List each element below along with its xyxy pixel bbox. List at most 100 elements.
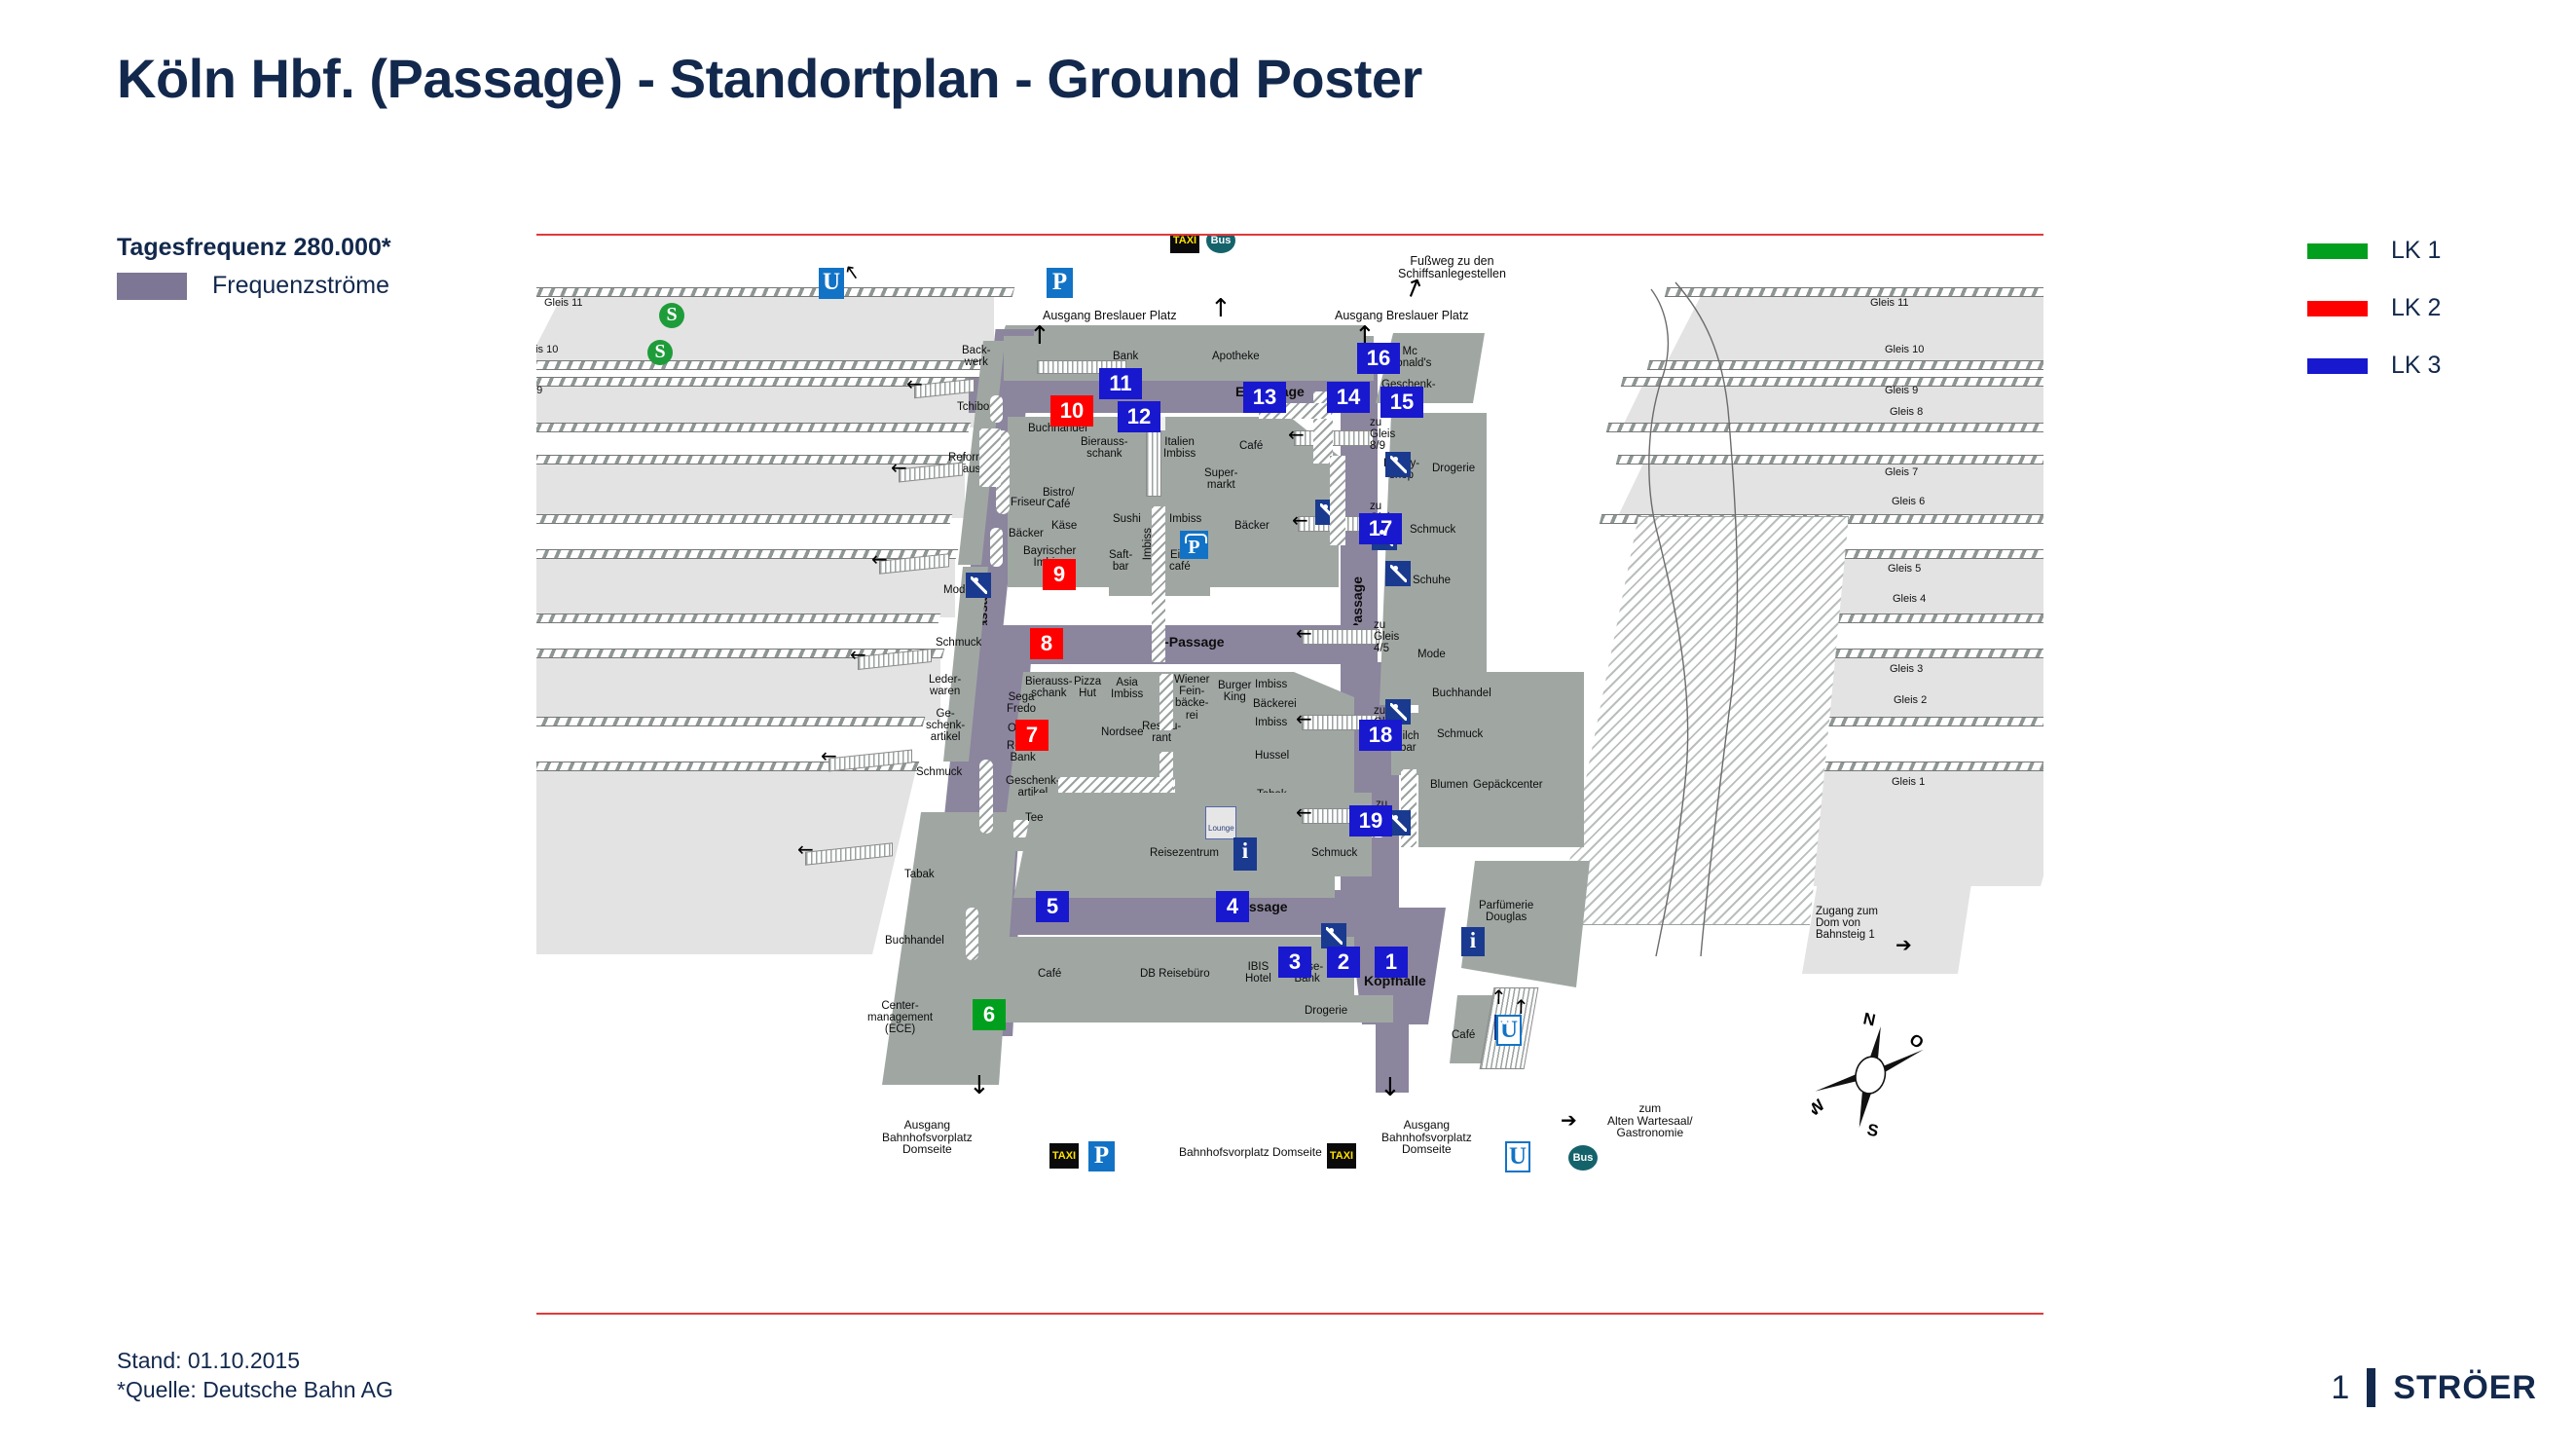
- info-icon-reisezentrum: i: [1233, 837, 1257, 871]
- platform-band-left-6: [536, 769, 916, 954]
- compass-n: N: [1861, 1010, 1877, 1029]
- shop-centermanagement: Center- management (ECE): [867, 1000, 934, 1036]
- label-wartesaal: zum Alten Wartesaal/ Gastronomie: [1607, 1101, 1693, 1140]
- shop-asia-imbiss: Asia Imbiss: [1111, 677, 1144, 701]
- bus-icon-s: Bus: [1568, 1145, 1598, 1171]
- marker-9[interactable]: 9: [1043, 559, 1076, 590]
- marker-3[interactable]: 3: [1278, 947, 1311, 978]
- s-bahn-icon-1: S: [659, 303, 684, 328]
- marker-8[interactable]: 8: [1030, 628, 1063, 659]
- arrow-up-se1: ↑: [1490, 985, 1507, 1009]
- shop-strip-south: [984, 937, 1393, 1022]
- gleis-label-right-2: Gleis 2: [1894, 694, 1928, 706]
- shop-bierausschank-c: Bierauss- schank: [1081, 436, 1128, 461]
- shop-tee: Tee: [1025, 812, 1044, 824]
- platform-band-right-3: [1617, 462, 2043, 518]
- stroeer-logo: STRÖER: [2393, 1368, 2537, 1406]
- lounge-box: [1205, 806, 1236, 839]
- marker-19[interactable]: 19: [1349, 805, 1392, 837]
- marker-5[interactable]: 5: [1036, 891, 1069, 922]
- shop-mode-e: Mode: [1417, 649, 1446, 660]
- marker-10[interactable]: 10: [1050, 395, 1093, 427]
- marker-12[interactable]: 12: [1118, 401, 1160, 432]
- shop-cafe-c: Café: [1239, 440, 1264, 452]
- shop-baeckerei: Bäckerei: [1253, 698, 1297, 710]
- shop-drogerie-s: Drogerie: [1305, 1005, 1348, 1017]
- marker-18[interactable]: 18: [1359, 720, 1402, 751]
- escalator-icon-a1: [1385, 452, 1411, 477]
- hatch-sliver-b4: [966, 908, 978, 960]
- exit-dom-center: Bahnhofsvorplatz Domseite: [1179, 1145, 1322, 1159]
- track-left-3b: [536, 514, 953, 524]
- shop-apotheke: Apotheke: [1212, 351, 1260, 362]
- escalator-icon-a2: [1385, 561, 1411, 586]
- lounge-label: Lounge: [1208, 824, 1234, 833]
- shop-blumen: Blumen: [1430, 779, 1468, 791]
- zugang-dom-label: Zugang zum Dom von Bahnsteig 1: [1816, 906, 1878, 942]
- gleis-label-right-5: Gleis 5: [1888, 563, 1922, 575]
- shop-backwerk: Back- werk: [962, 345, 991, 369]
- u-bahn-icon-s: U: [1505, 1141, 1530, 1172]
- flow-exit-dom-right: [1376, 1015, 1409, 1093]
- parking-icon-sw: P: [1088, 1141, 1115, 1171]
- frequency-swatch-label: Frequenzströme: [212, 272, 390, 299]
- shop-schmuck-w: Schmuck: [936, 637, 982, 649]
- marker-17[interactable]: 17: [1359, 513, 1402, 544]
- platform-band-right-2: [1622, 384, 2043, 428]
- arrow-right-wartesaal: ➔: [1561, 1108, 1577, 1132]
- marker-7[interactable]: 7: [1015, 720, 1049, 751]
- track-left-1a: [536, 287, 1015, 297]
- arrow-left-2: ←: [891, 456, 907, 479]
- platform-band-right-6: [1792, 769, 2043, 886]
- marker-1[interactable]: 1: [1375, 947, 1408, 978]
- platform-band-right-1: [1666, 296, 2043, 364]
- escalator-icon-a5: [1321, 923, 1346, 948]
- shop-wiener-feinbaeckerei: Wiener Fein- bäcke- rei: [1174, 674, 1210, 722]
- shop-bierausschank-s: Bierauss- schank: [1025, 676, 1073, 700]
- shop-italien-imbiss: Italien Imbiss: [1163, 436, 1196, 461]
- shop-drogerie-e: Drogerie: [1432, 463, 1476, 474]
- exit-fussweg-schiff: Fußweg zu den Schiffsanlegestellen: [1398, 254, 1506, 281]
- marker-6[interactable]: 6: [973, 999, 1006, 1030]
- shop-bistro-cafe: Bistro/ Café: [1043, 487, 1075, 511]
- arrow-gleis-45: ←: [1296, 621, 1312, 645]
- arrow-gleis-67: ←: [1292, 508, 1308, 532]
- hatch-block-b-west: [979, 428, 1001, 487]
- marker-16[interactable]: 16: [1357, 343, 1400, 374]
- marker-14[interactable]: 14: [1327, 382, 1370, 413]
- shop-kaese: Käse: [1051, 520, 1078, 532]
- page-number: 1: [2331, 1368, 2350, 1406]
- s-bahn-icon-2: S: [647, 340, 673, 365]
- shop-bank: Bank: [1113, 351, 1139, 362]
- shop-burgerking: Burger King: [1218, 680, 1252, 704]
- shop-sushi: Sushi: [1113, 513, 1141, 525]
- lk2-swatch: [2307, 300, 2368, 316]
- lk-legend-item-2: LK 2: [2307, 294, 2441, 322]
- shop-schmuck-rz: Schmuck: [1311, 847, 1358, 859]
- shop-block-north: [1004, 336, 1374, 381]
- track-left-4a: [536, 549, 959, 559]
- footer-quelle: *Quelle: Deutsche Bahn AG: [117, 1376, 393, 1402]
- track-left-1b: [536, 360, 998, 370]
- map-canvas: Gleis 11 Gleis 10 S S Gleis 9 Gleis 8 Gl…: [536, 236, 2043, 1313]
- compass-o: O: [1906, 1030, 1928, 1053]
- escalator-strip-center: [1146, 427, 1161, 497]
- hatch-block-a-mid: [1330, 456, 1345, 545]
- frequency-title: Tagesfrequenz 280.000*: [117, 234, 391, 261]
- marker-2[interactable]: 2: [1327, 947, 1360, 978]
- connector-gleis-45: [1302, 629, 1380, 645]
- arrow-up-parkhaus: ↑: [1210, 294, 1232, 323]
- compass-w: W: [1812, 1096, 1829, 1120]
- marker-4[interactable]: 4: [1216, 891, 1249, 922]
- shop-db-reisebuero: DB Reisebüro: [1140, 968, 1210, 980]
- shop-imbiss-1: Imbiss: [1169, 513, 1202, 525]
- shop-friseur: Friseur: [1011, 497, 1046, 508]
- station-map[interactable]: Gleis 11 Gleis 10 S S Gleis 9 Gleis 8 Gl…: [536, 234, 2043, 1315]
- shop-geschenkartikel-s: Geschenk- artikel: [1006, 775, 1060, 799]
- gleis-label-right-1: Gleis 1: [1892, 776, 1926, 788]
- marker-11[interactable]: 11: [1099, 368, 1142, 399]
- lk1-label: LK 1: [2391, 237, 2442, 264]
- shop-schmuck-w2: Schmuck: [916, 766, 963, 778]
- marker-13[interactable]: 13: [1243, 382, 1286, 413]
- marker-15[interactable]: 15: [1380, 387, 1423, 418]
